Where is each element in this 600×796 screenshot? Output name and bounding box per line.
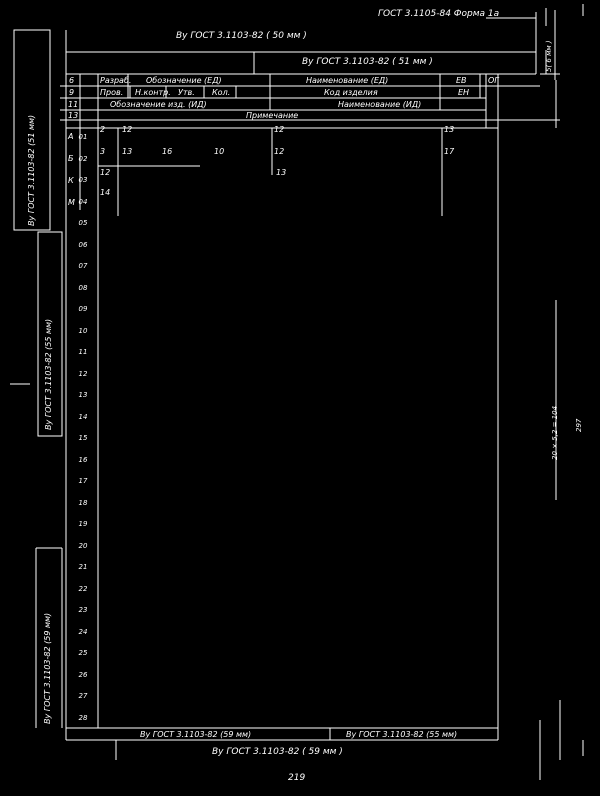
h2-c3: Утв. (178, 88, 195, 97)
right-dims: 20 × 5,2 = 104 (551, 405, 559, 460)
row-number: 18 (78, 498, 88, 507)
h3-c2: Наименование (ИД) (338, 100, 422, 109)
h1-c1: Разраб. (100, 76, 132, 85)
side-letter-b: Б (68, 154, 74, 163)
row-number: 09 (78, 305, 88, 313)
h3-c0: 11 (68, 100, 79, 109)
h2-c0: 9 (69, 88, 75, 97)
h4-c1: Примечание (246, 111, 299, 120)
cell-r01-b: 12 (122, 125, 133, 134)
row-number: 07 (78, 262, 88, 270)
top-note: Ву ГОСТ 3.1103-82 ( 50 мм ) (176, 31, 307, 41)
cell-r03-a: 12 (100, 168, 111, 177)
side-letter-k: К (68, 176, 74, 185)
cell-r01-a: 2 (100, 125, 106, 134)
row-number: 13 (78, 391, 88, 399)
row-number: 28 (78, 713, 88, 722)
h2-c5: Код изделия (324, 88, 378, 97)
h4-c0: 13 (68, 111, 79, 120)
right-box-note: 5( 6 мм ) (545, 40, 553, 72)
cell-r02-d: 10 (214, 147, 225, 156)
cell-r02-b: 13 (122, 147, 133, 156)
cell-r04-a: 14 (100, 188, 111, 197)
cell-r02-e: 12 (274, 147, 285, 156)
row-number: 10 (78, 326, 88, 335)
row-number: 01 (78, 133, 88, 141)
row-number: 08 (78, 283, 88, 292)
cell-r03-b: 13 (276, 168, 287, 177)
row-number: 14 (78, 412, 88, 421)
footer-note-right: Ву ГОСТ 3.1103-82 (55 мм) (346, 730, 458, 739)
h2-c6: ЕН (458, 88, 470, 97)
row-number: 16 (78, 455, 88, 464)
right-dims-2: 297 (575, 418, 583, 432)
h1-c2: Обозначение (ЕД) (146, 76, 222, 85)
cell-r02-a: 3 (100, 147, 106, 156)
h2-c2: Н.контр. (135, 88, 171, 97)
left-note-3: Ву ГОСТ 3.1103-82 (59 мм) (43, 612, 52, 724)
row-number: 05 (78, 219, 88, 227)
cell-r01-d: 13 (444, 125, 455, 134)
cell-r02-c: 16 (162, 147, 173, 156)
row-number: 06 (78, 240, 88, 249)
row-number: 03 (78, 176, 88, 184)
form-title: ГОСТ 3.1105-84 Форма 1а (378, 9, 500, 19)
h3-c1: Обозначение изд. (ИД) (110, 100, 207, 109)
row-number: 23 (78, 606, 88, 614)
row-number: 12 (78, 369, 88, 378)
footer-note-left: Ву ГОСТ 3.1103-82 (59 мм) (140, 730, 252, 739)
row-number: 27 (78, 692, 88, 700)
h2-c1: Пров. (100, 88, 124, 97)
row-number: 21 (78, 563, 88, 571)
side-letter-m: М (68, 198, 75, 207)
h2-c4: Кол. (212, 88, 231, 97)
upper-right-note: Ву ГОСТ 3.1103-82 ( 51 мм ) (302, 57, 433, 67)
row-number: 02 (78, 154, 88, 163)
cell-r01-c: 12 (274, 125, 285, 134)
row-number: 15 (78, 434, 88, 442)
row-number: 26 (78, 670, 88, 679)
row-number: 20 (78, 541, 88, 550)
page-number: 219 (288, 773, 306, 783)
left-note-1: Ву ГОСТ 3.1103-82 (51 мм) (27, 114, 36, 226)
left-note-2: Ву ГОСТ 3.1103-82 (55 мм) (44, 318, 53, 430)
row-number: 24 (78, 627, 88, 636)
row-number: 25 (78, 649, 88, 657)
h1-c4: ЕВ (456, 76, 467, 85)
side-letter-a: А (68, 132, 74, 141)
row-number: 19 (78, 520, 88, 528)
h1-c0: 6 (69, 76, 75, 85)
row-number: 11 (78, 348, 88, 356)
row-number: 22 (78, 584, 88, 593)
row-number: 17 (78, 477, 88, 485)
footer-note-bottom: Ву ГОСТ 3.1103-82 ( 59 мм ) (212, 747, 343, 757)
row-number: 04 (78, 197, 88, 206)
h1-c3: Наименование (ЕД) (306, 76, 389, 85)
h1-c5: ОГ (488, 76, 499, 85)
cell-r02-f: 17 (444, 147, 455, 156)
